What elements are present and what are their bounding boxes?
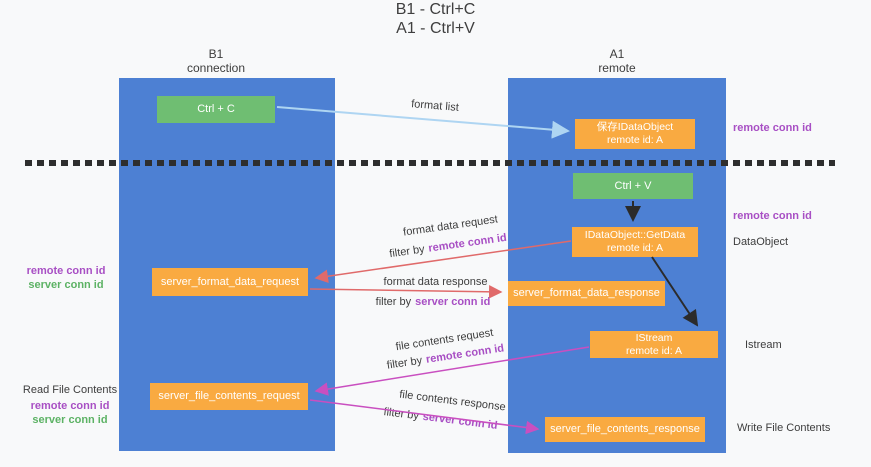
save-idataobject-box: 保存IDataObject remote id: A — [575, 119, 695, 149]
ctrl-c-label: Ctrl + C — [197, 103, 235, 115]
title-line-1: B1 - Ctrl+C — [395, 1, 476, 18]
server-format-data-request-label: server_format_data_request — [160, 275, 300, 288]
filter-by-text: filter by — [388, 243, 426, 261]
save-idataobject-line1: 保存IDataObject — [596, 121, 674, 133]
server-format-data-response-box: server_format_data_response — [508, 281, 665, 306]
filter-by-text: filter by — [382, 406, 420, 423]
istream-line2: remote id: A — [625, 344, 683, 357]
server-file-contents-response-label: server_file_contents_response — [550, 423, 700, 435]
istream-box: IStream remote id: A — [590, 331, 718, 358]
dataobject-label: DataObject — [733, 236, 789, 248]
server-conn-id-text: server conn id — [422, 410, 499, 432]
lifeline-b1-role: connection — [186, 61, 246, 75]
format-data-response-arrow — [309, 285, 503, 299]
lifeline-header-b1: B1 connection — [146, 47, 286, 75]
save-idataobject-line2: remote id: A — [606, 134, 664, 146]
lifeline-b1-name: B1 — [208, 47, 224, 61]
idataobject-getdata-box: IDataObject::GetData remote id: A — [572, 227, 698, 257]
lifeline-header-a1: A1 remote — [547, 47, 687, 75]
format-list-label: format list — [410, 98, 460, 114]
server-conn-id-text: server conn id — [415, 296, 491, 308]
remote-conn-id-label-left-2: remote conn id — [30, 400, 110, 412]
server-format-data-response-label: server_format_data_response — [513, 287, 660, 299]
diagram-title: B1 - Ctrl+C A1 - Ctrl+V — [0, 0, 871, 38]
remote-conn-id-label-left-1: remote conn id — [26, 265, 106, 277]
phase-divider-dashed-line — [25, 160, 835, 166]
filter-by-text: filter by — [375, 296, 412, 308]
ctrl-v-label: Ctrl + V — [614, 179, 652, 192]
lifeline-a1-role: remote — [598, 61, 636, 75]
server-file-contents-request-box: server_file_contents_request — [150, 383, 308, 410]
getdata-line1: IDataObject::GetData — [584, 229, 686, 241]
remote-conn-id-label-mid: remote conn id — [733, 210, 812, 222]
read-file-contents-label: Read File Contents — [22, 384, 118, 396]
ctrl-v-action-box: Ctrl + V — [573, 173, 693, 199]
getdata-line2: remote id: A — [606, 242, 664, 254]
remote-conn-id-text: remote conn id — [427, 231, 508, 255]
lifeline-a1-name: A1 — [609, 47, 625, 61]
server-conn-id-label-left-2: server conn id — [32, 414, 108, 426]
istream-line1: IStream — [635, 331, 673, 344]
server-file-contents-response-box: server_file_contents_response — [545, 417, 705, 442]
remote-conn-id-label-top: remote conn id — [733, 122, 812, 134]
istream-side-label: Istream — [745, 339, 782, 351]
filter-by-text: filter by — [386, 354, 423, 372]
format-data-response-label: format data response — [383, 276, 488, 288]
server-format-data-request-box: server_format_data_request — [152, 268, 308, 296]
server-file-contents-request-label: server_file_contents_request — [158, 390, 300, 402]
server-conn-id-label-left-1: server conn id — [28, 279, 104, 291]
write-file-contents-label: Write File Contents — [737, 422, 831, 434]
ctrl-c-action-box: Ctrl + C — [157, 96, 275, 123]
title-line-2: A1 - Ctrl+V — [396, 20, 475, 37]
